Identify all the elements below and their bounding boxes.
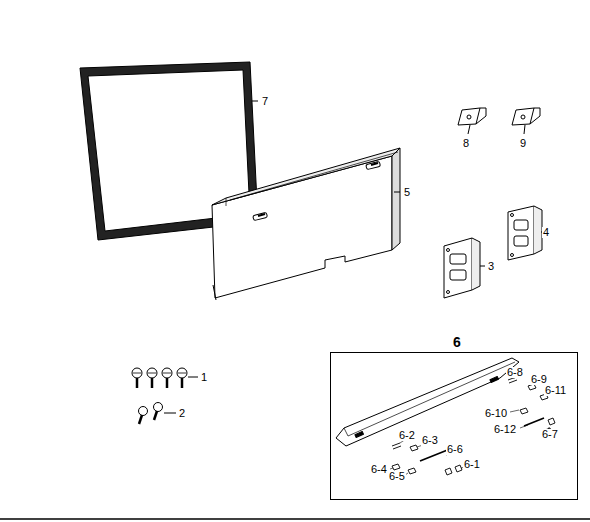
callout-number: 7 bbox=[261, 96, 269, 107]
callout-number: 6-2 bbox=[398, 430, 416, 441]
callout-number: 6-11 bbox=[544, 385, 567, 396]
callout-number: 2 bbox=[178, 408, 186, 419]
callout-number: 6-5 bbox=[388, 471, 406, 482]
callout-number: 6-9 bbox=[530, 374, 548, 385]
callout-number: 8 bbox=[462, 138, 470, 149]
callout-number: 9 bbox=[519, 138, 527, 149]
callout-number: 1 bbox=[200, 372, 208, 383]
callout-number: 6-8 bbox=[506, 367, 524, 378]
callout-number: 6-4 bbox=[370, 464, 388, 475]
callout-number: 6-3 bbox=[421, 435, 439, 446]
callout-number: 6-6 bbox=[446, 444, 464, 455]
callout-number: 3 bbox=[487, 261, 495, 272]
callout-number: 6-10 bbox=[484, 408, 508, 419]
callout-number: 6-12 bbox=[493, 424, 517, 435]
callout-number: 5 bbox=[403, 187, 411, 198]
callout-number: 6 bbox=[453, 335, 461, 349]
callout-number: 6-1 bbox=[463, 459, 481, 470]
callout-number: 4 bbox=[542, 227, 550, 238]
callout-number: 6-7 bbox=[541, 429, 559, 440]
